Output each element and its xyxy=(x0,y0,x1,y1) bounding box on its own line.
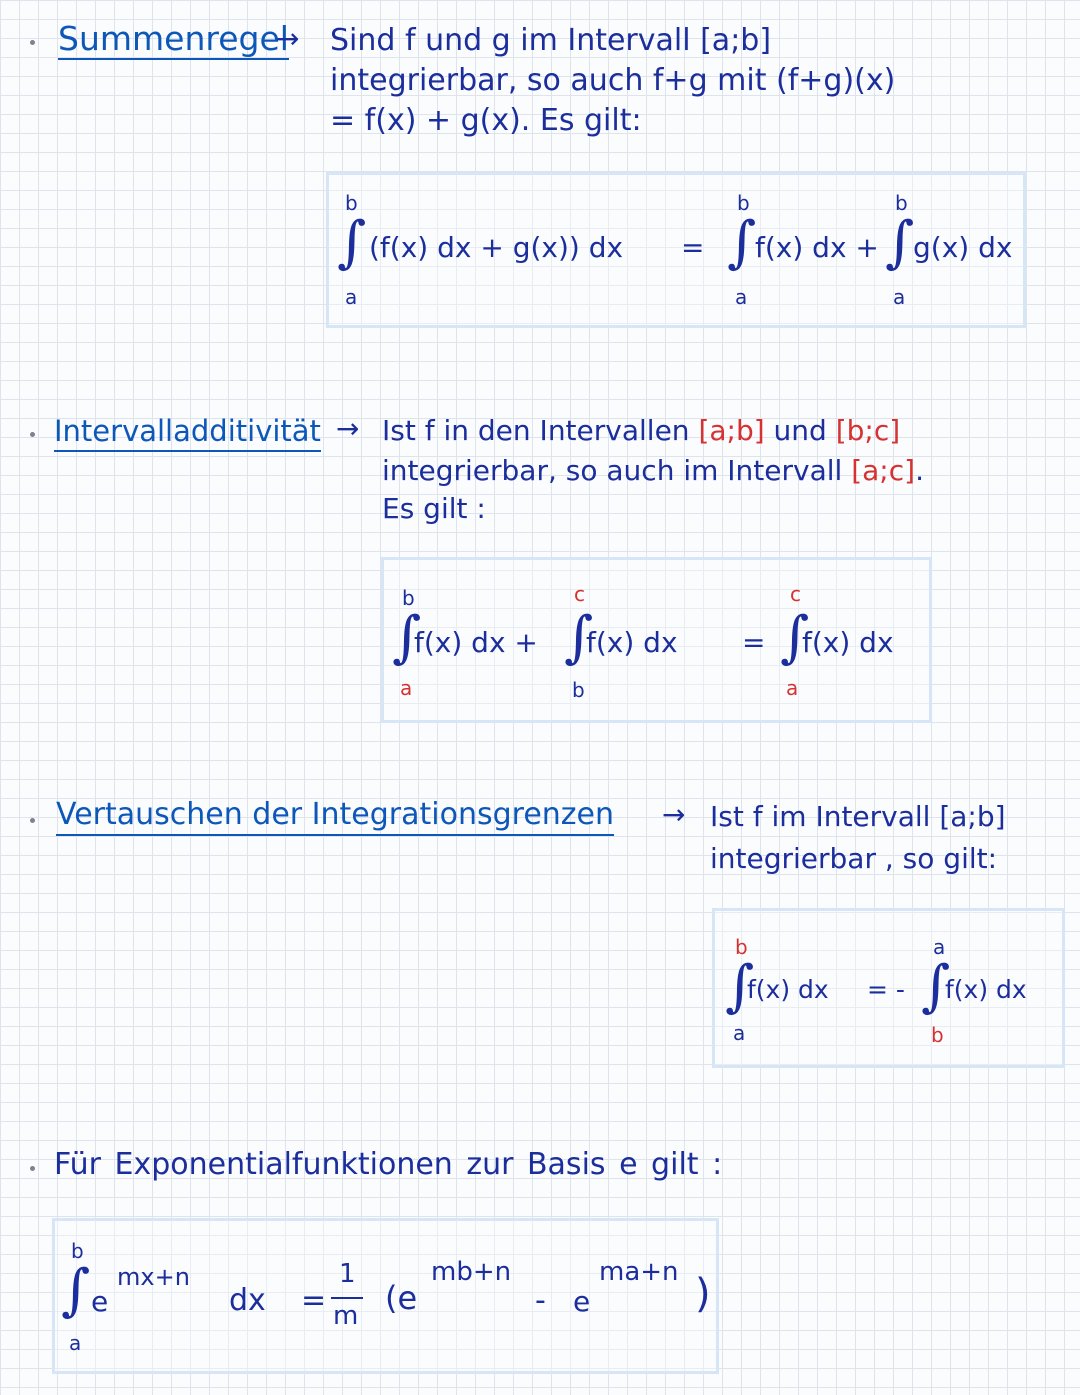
equals-sign: = xyxy=(301,1283,327,1318)
integral-sign: ∫ xyxy=(780,605,810,670)
integral-sign: ∫ xyxy=(392,605,422,670)
integrand: f(x) dx + xyxy=(414,626,538,659)
text-fragment: . xyxy=(915,454,924,487)
text-fragment: und xyxy=(764,414,836,447)
upper-limit: c xyxy=(790,582,801,606)
formula-box-exponential: b ∫ a e mx+n dx = 1 m (e mb+n - e ma+n ) xyxy=(52,1218,719,1374)
formula-box-sum-rule: b ∫ a (f(x) dx + g(x)) dx = b ∫ a f(x) d… xyxy=(326,172,1026,328)
lower-limit: a xyxy=(733,1021,746,1045)
swap-text-line2: integrierbar , so gilt: xyxy=(710,842,998,875)
upper-limit: b xyxy=(895,191,908,215)
sum-rule-text-line3: = f(x) + g(x). Es gilt: xyxy=(330,103,642,138)
text-fragment: integrierbar, so auch im Intervall xyxy=(382,454,852,487)
upper-limit: b xyxy=(735,935,748,959)
formula-box-swap: b ∫ a f(x) dx = - a ∫ b f(x) dx xyxy=(712,908,1065,1068)
swap-text-line1: Ist f im Intervall [a;b] xyxy=(710,800,1006,833)
equals-sign: = xyxy=(742,626,766,659)
heading-intervalladditivitaet: Intervalladditivität xyxy=(54,412,321,452)
integrand: f(x) dx + xyxy=(755,231,879,264)
upper-limit: b xyxy=(71,1239,84,1263)
arrow-icon: → xyxy=(336,412,360,445)
additivity-text-line2: integrierbar, so auch im Intervall [a;c]… xyxy=(382,452,924,490)
lower-limit: a xyxy=(786,676,799,700)
upper-limit: c xyxy=(574,582,585,606)
integral-sign: ∫ xyxy=(921,954,951,1019)
exponent: mb+n xyxy=(431,1257,512,1287)
lower-limit: a xyxy=(893,285,906,309)
text-fragment: Ist f in den Intervallen xyxy=(382,414,699,447)
integral-sign: ∫ xyxy=(885,210,915,275)
integral-sign: ∫ xyxy=(727,210,757,275)
exponent: mx+n xyxy=(117,1263,190,1291)
integrand: f(x) dx xyxy=(586,626,678,659)
close-paren: ) xyxy=(695,1271,711,1317)
minus-sign: - xyxy=(535,1283,546,1318)
integrand: f(x) dx xyxy=(747,975,829,1004)
sum-rule-text-line2: integrierbar, so auch f+g mit (f+g)(x) xyxy=(330,63,896,98)
bullet xyxy=(30,432,35,437)
interval-ac: [a;c] xyxy=(851,454,916,487)
arrow-icon: → xyxy=(276,22,300,55)
lower-limit: b xyxy=(931,1023,944,1047)
dx: dx xyxy=(229,1283,266,1318)
sum-rule-text-line1: Sind f und g im Intervall [a;b] xyxy=(330,23,772,58)
interval-bc: [b;c] xyxy=(835,414,901,447)
equals-minus: = - xyxy=(867,975,905,1004)
integral-sign: ∫ xyxy=(725,954,755,1019)
lower-limit: a xyxy=(345,285,358,309)
base-e: e xyxy=(91,1285,109,1318)
fraction-denominator: m xyxy=(333,1301,359,1331)
interval-ab: [a;b] xyxy=(698,414,765,447)
integrand: f(x) dx xyxy=(945,975,1027,1004)
integrand: g(x) dx xyxy=(913,231,1013,264)
arrow-icon: → xyxy=(662,798,686,831)
base-e: e xyxy=(573,1285,591,1318)
heading-vertauschen: Vertauschen der Integrationsgrenzen xyxy=(56,796,615,836)
exponential-text: Für Exponentialfunktionen zur Basis e gi… xyxy=(54,1147,723,1182)
lower-limit: b xyxy=(572,678,585,702)
open-paren-e: (e xyxy=(385,1279,418,1317)
additivity-text-line1: Ist f in den Intervallen [a;b] und [b;c] xyxy=(382,412,900,450)
integral-sign: ∫ xyxy=(61,1258,91,1323)
integral-sign: ∫ xyxy=(337,210,367,275)
bullet xyxy=(30,818,35,823)
additivity-text-line3: Es gilt : xyxy=(382,492,486,525)
formula-box-additivity: b ∫ a f(x) dx + c ∫ b f(x) dx = c ∫ a f(… xyxy=(381,557,932,723)
upper-limit: a xyxy=(933,935,946,959)
integrand: (f(x) dx + g(x)) dx xyxy=(369,231,624,264)
lower-limit: a xyxy=(69,1331,82,1355)
lower-limit: a xyxy=(735,285,748,309)
bullet xyxy=(30,40,35,45)
equals-sign: = xyxy=(681,231,705,264)
upper-limit: b xyxy=(737,191,750,215)
integral-sign: ∫ xyxy=(564,605,594,670)
exponent: ma+n xyxy=(599,1257,679,1287)
bullet xyxy=(30,1166,35,1171)
lower-limit: a xyxy=(400,676,413,700)
heading-summenregel: Summenregel xyxy=(58,19,289,60)
upper-limit: b xyxy=(402,586,415,610)
upper-limit: b xyxy=(345,191,358,215)
fraction-numerator: 1 xyxy=(339,1259,356,1289)
fraction-bar xyxy=(331,1297,363,1299)
integrand: f(x) dx xyxy=(802,626,894,659)
